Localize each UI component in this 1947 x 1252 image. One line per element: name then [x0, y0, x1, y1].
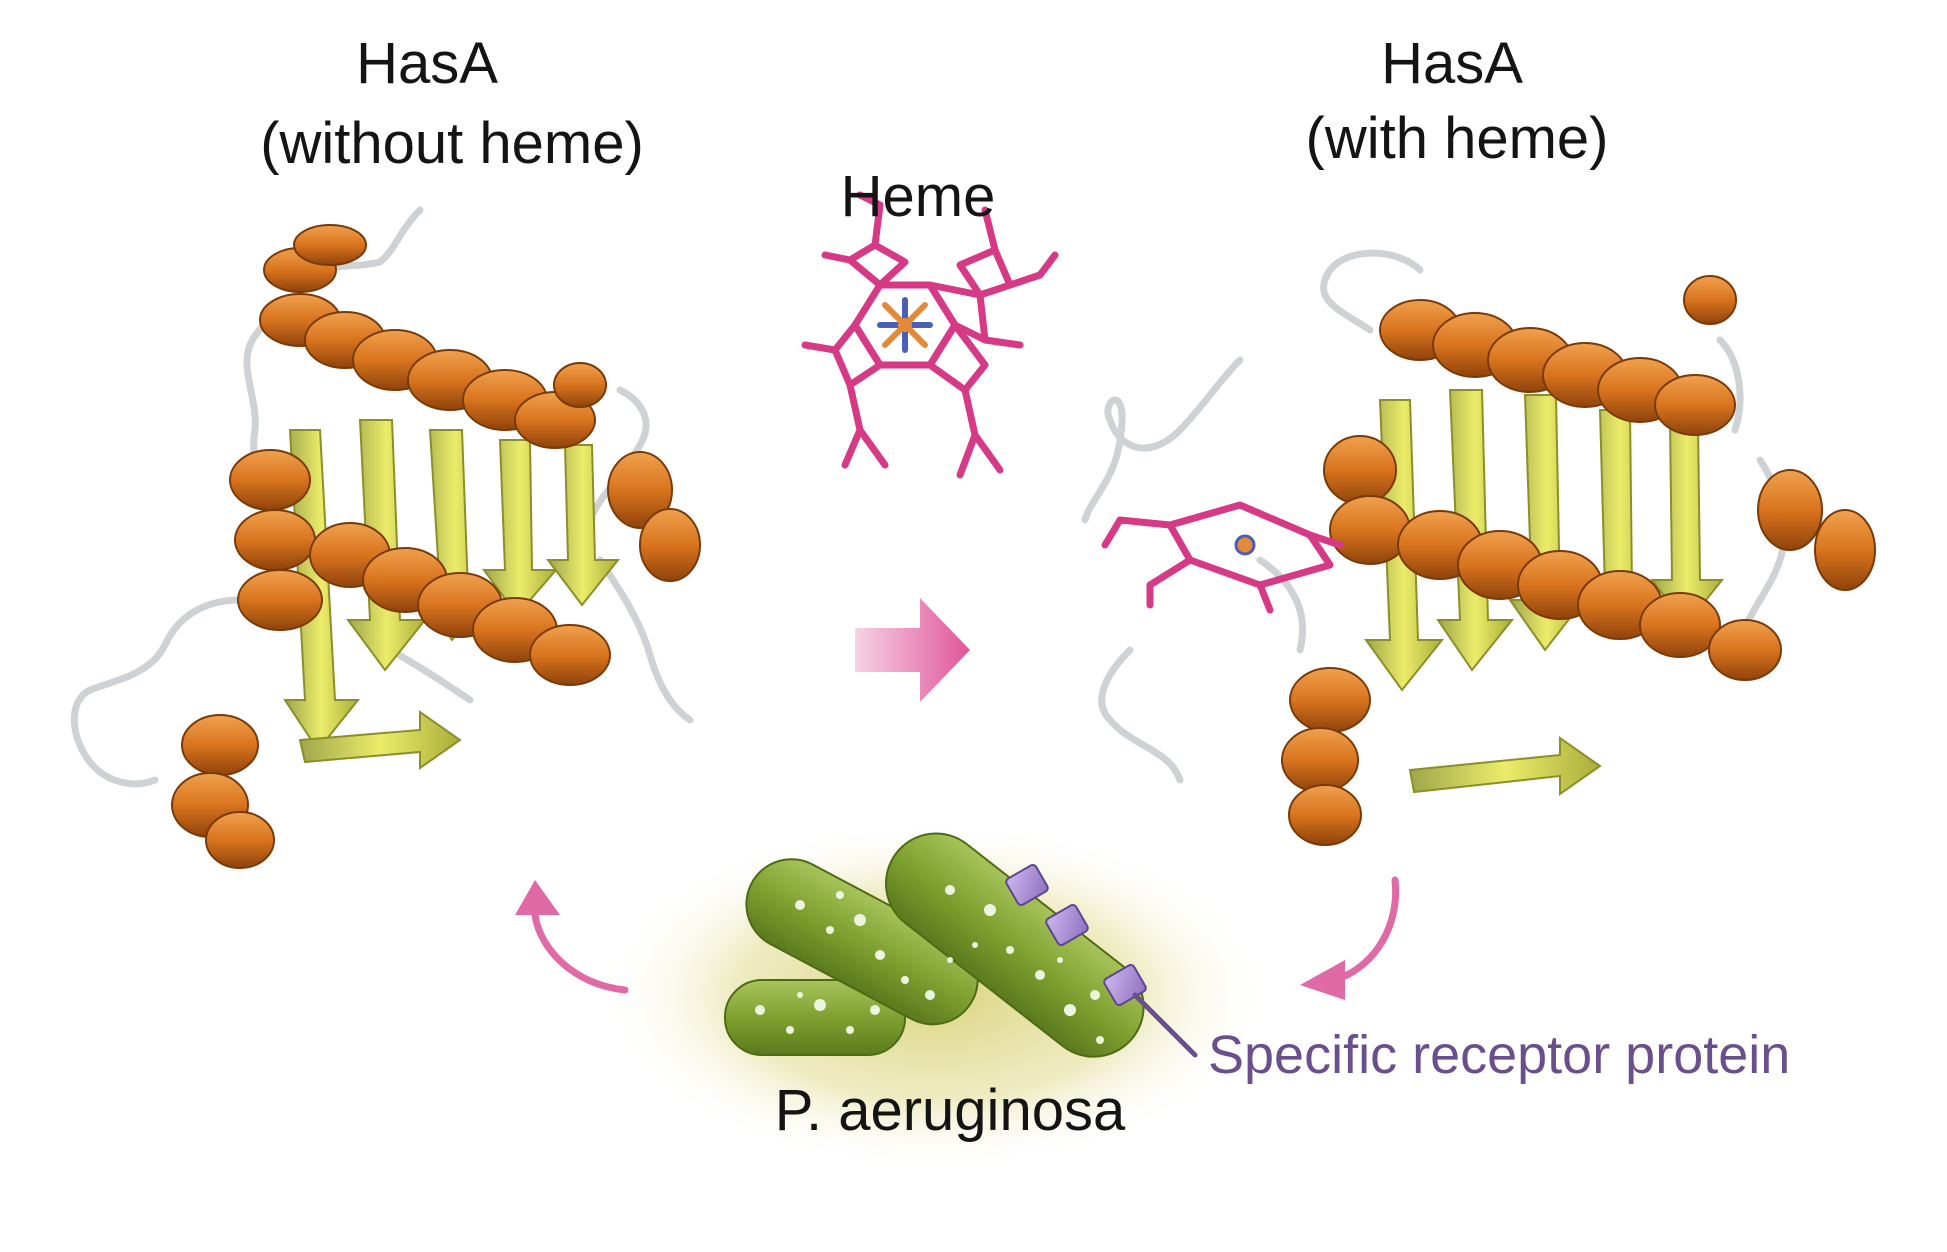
- hasa-apo-protein: [70, 206, 701, 869]
- right-subtitle: (with heme): [1305, 106, 1609, 171]
- organism-label: P. aeruginosa: [774, 1078, 1126, 1143]
- bacterium-middle: [745, 858, 979, 1026]
- binding-arrow: [855, 598, 970, 702]
- receptor-pointer-line: [1132, 992, 1198, 1058]
- bound-heme: [1101, 501, 1344, 614]
- right-title: HasA: [1381, 31, 1523, 96]
- cycle-arrow-right: [1300, 876, 1400, 1000]
- alpha-helices: [171, 224, 701, 869]
- bacteria-cluster: [600, 820, 1270, 1170]
- hasa-holo-protein: [1081, 249, 1876, 846]
- loop-coils: [1081, 249, 1788, 784]
- cycle-arrow-left: [515, 880, 629, 994]
- left-subtitle: (without heme): [260, 111, 644, 176]
- left-title: HasA: [356, 31, 498, 96]
- receptor-label: Specific receptor protein: [1208, 1025, 1791, 1085]
- alpha-helices: [1281, 275, 1876, 846]
- heme-label: Heme: [840, 164, 996, 229]
- beta-sheets: [283, 419, 621, 770]
- heme-molecule: [801, 191, 1059, 479]
- bacterium-small: [724, 979, 906, 1056]
- bacteria-spots: [755, 885, 1104, 1044]
